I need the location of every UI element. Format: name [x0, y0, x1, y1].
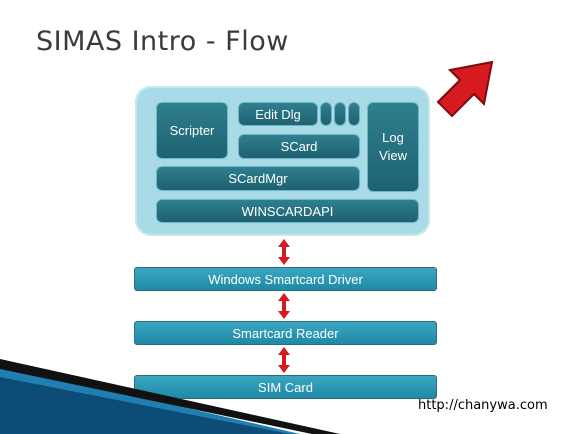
driver-label: Windows Smartcard Driver — [208, 271, 363, 287]
log-view-label-line1: Log — [382, 130, 404, 145]
scardmgr-label: SCardMgr — [228, 171, 288, 186]
reader-label: Smartcard Reader — [232, 325, 339, 341]
smartcard-reader-bar: Smartcard Reader — [134, 321, 437, 345]
scripter-label: Scripter — [169, 123, 215, 138]
scardmgr-module: SCardMgr — [156, 166, 360, 191]
red-pointer-arrow-icon — [436, 60, 494, 118]
double-arrow-icon — [278, 293, 290, 319]
small-module-3 — [348, 102, 360, 126]
small-module-2 — [334, 102, 346, 126]
double-arrow-icon — [278, 347, 290, 373]
windows-smartcard-driver-bar: Windows Smartcard Driver — [134, 267, 437, 291]
small-module-1 — [320, 102, 332, 126]
scard-label: SCard — [280, 139, 318, 154]
slide-title: SIMAS Intro - Flow — [36, 26, 289, 57]
sim-card-bar: SIM Card — [134, 375, 437, 399]
winscardapi-module: WINSCARDAPI — [156, 199, 419, 223]
decorative-swoosh — [0, 359, 340, 434]
sim-label: SIM Card — [258, 379, 313, 395]
double-arrow-icon — [278, 239, 290, 265]
footer-url: http://chanywa.com — [418, 398, 548, 413]
scripter-module: Scripter — [156, 102, 228, 159]
scard-module: SCard — [238, 134, 360, 159]
log-view-module: Log View — [367, 102, 419, 192]
winscardapi-label: WINSCARDAPI — [241, 203, 334, 219]
log-view-label-line2: View — [379, 148, 407, 163]
application-panel: Scripter Edit Dlg SCard Log View SCardMg… — [135, 86, 430, 236]
edit-dlg-module: Edit Dlg — [238, 102, 318, 126]
edit-dlg-label: Edit Dlg — [255, 106, 301, 122]
